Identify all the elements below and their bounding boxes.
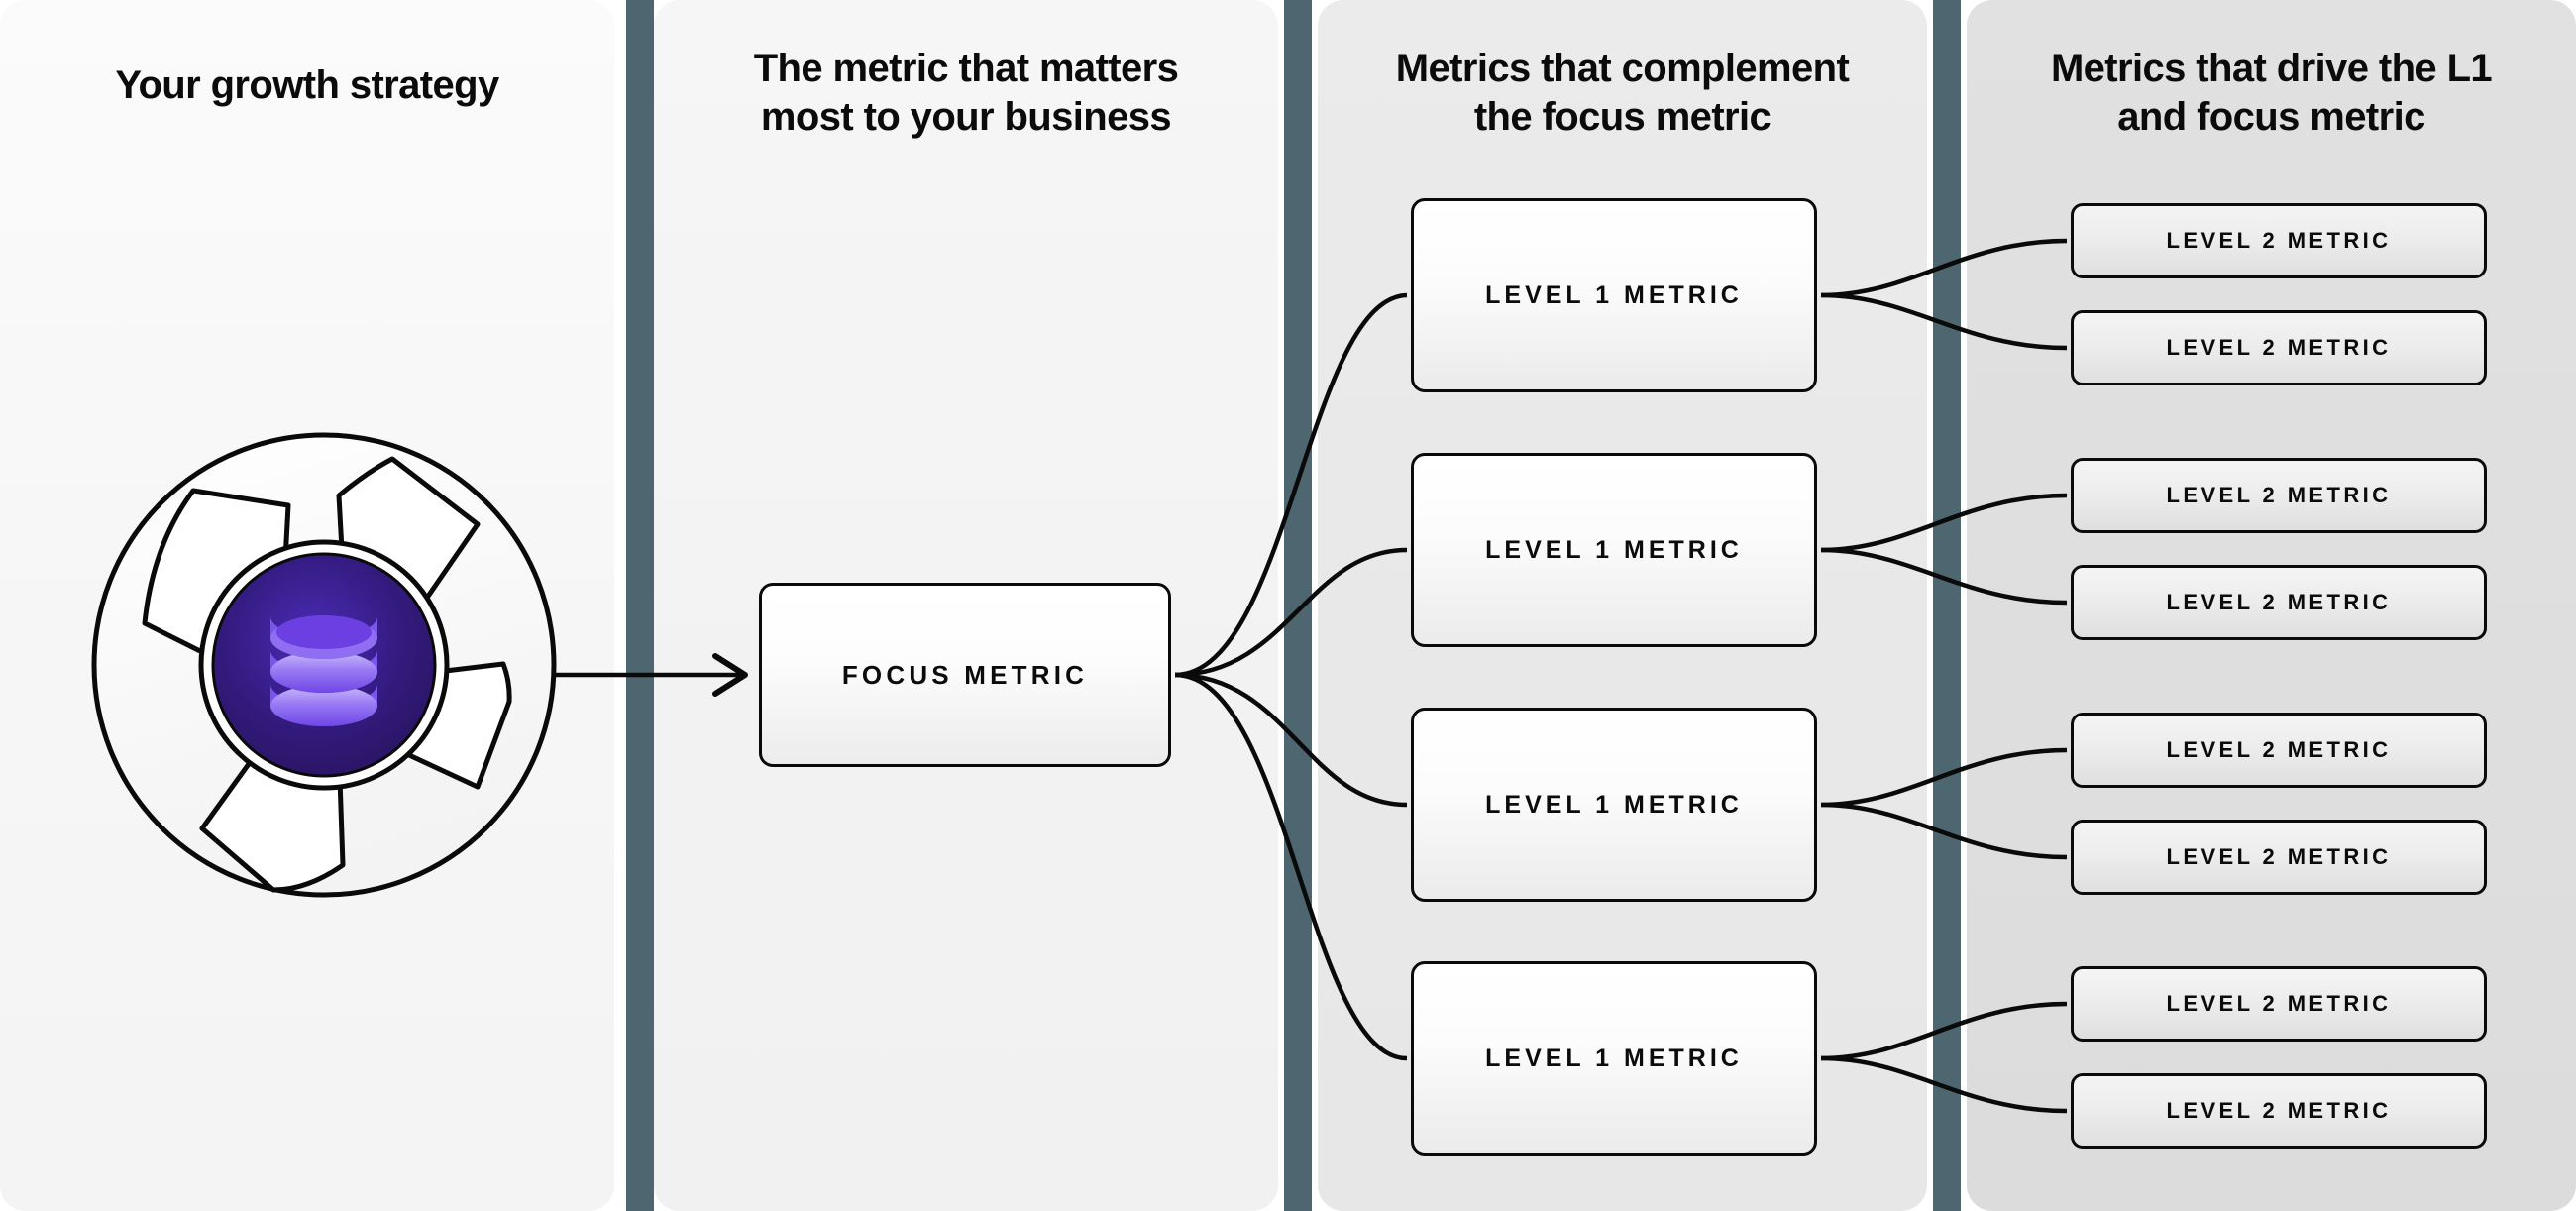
level-2-metric-box-1[interactable]: LEVEL 2 METRIC [2071, 203, 2487, 278]
level-1-metric-label: LEVEL 1 METRIC [1485, 790, 1743, 819]
level-2-metric-box-2[interactable]: LEVEL 2 METRIC [2071, 310, 2487, 385]
level-2-metric-box-5[interactable]: LEVEL 2 METRIC [2071, 713, 2487, 788]
column-title-line: Metrics that drive the L1 [2050, 47, 2493, 90]
column-title-line: Metrics that complement [1395, 47, 1850, 90]
column-title-line: Your growth strategy [115, 63, 499, 107]
column-title-focus-metric: The metric that matters most to your bus… [654, 45, 1278, 142]
level-2-metric-box-7[interactable]: LEVEL 2 METRIC [2071, 966, 2487, 1042]
column-divider-3 [1933, 0, 1961, 1211]
level-1-metric-box-4[interactable]: LEVEL 1 METRIC [1411, 961, 1817, 1156]
column-title-growth-strategy: Your growth strategy [0, 61, 614, 110]
aperture-database-icon [91, 432, 557, 898]
focus-metric-box[interactable]: FOCUS METRIC [759, 583, 1171, 767]
level-1-metric-label: LEVEL 1 METRIC [1485, 535, 1743, 564]
column-divider-1 [626, 0, 654, 1211]
level-1-metric-box-2[interactable]: LEVEL 1 METRIC [1411, 453, 1817, 647]
level-2-metric-label: LEVEL 2 METRIC [2166, 483, 2392, 507]
level-1-metric-box-1[interactable]: LEVEL 1 METRIC [1411, 198, 1817, 392]
level-2-metric-box-6[interactable]: LEVEL 2 METRIC [2071, 820, 2487, 895]
column-title-line: the focus metric [1473, 94, 1771, 139]
level-1-metric-label: LEVEL 1 METRIC [1485, 280, 1743, 309]
column-title-level-1: Metrics that complement the focus metric [1318, 45, 1927, 142]
database-icon [270, 615, 377, 726]
level-2-metric-label: LEVEL 2 METRIC [2166, 844, 2392, 869]
level-2-metric-label: LEVEL 2 METRIC [2166, 991, 2392, 1016]
level-2-metric-label: LEVEL 2 METRIC [2166, 590, 2392, 614]
level-2-metric-label: LEVEL 2 METRIC [2166, 228, 2392, 253]
column-title-line: most to your business [760, 94, 1172, 139]
column-title-level-2: Metrics that drive the L1 and focus metr… [1967, 45, 2576, 142]
level-2-metric-box-3[interactable]: LEVEL 2 METRIC [2071, 458, 2487, 533]
focus-metric-label: FOCUS METRIC [841, 659, 1089, 690]
level-2-metric-label: LEVEL 2 METRIC [2166, 1098, 2392, 1123]
level-2-metric-box-8[interactable]: LEVEL 2 METRIC [2071, 1073, 2487, 1149]
level-2-metric-label: LEVEL 2 METRIC [2166, 335, 2392, 360]
level-2-metric-label: LEVEL 2 METRIC [2166, 737, 2392, 762]
column-title-line: The metric that matters [753, 47, 1179, 90]
level-2-metric-box-4[interactable]: LEVEL 2 METRIC [2071, 565, 2487, 640]
level-1-metric-box-3[interactable]: LEVEL 1 METRIC [1411, 708, 1817, 902]
level-1-metric-label: LEVEL 1 METRIC [1485, 1044, 1743, 1072]
column-title-line: and focus metric [2117, 94, 2425, 139]
column-divider-2 [1284, 0, 1312, 1211]
